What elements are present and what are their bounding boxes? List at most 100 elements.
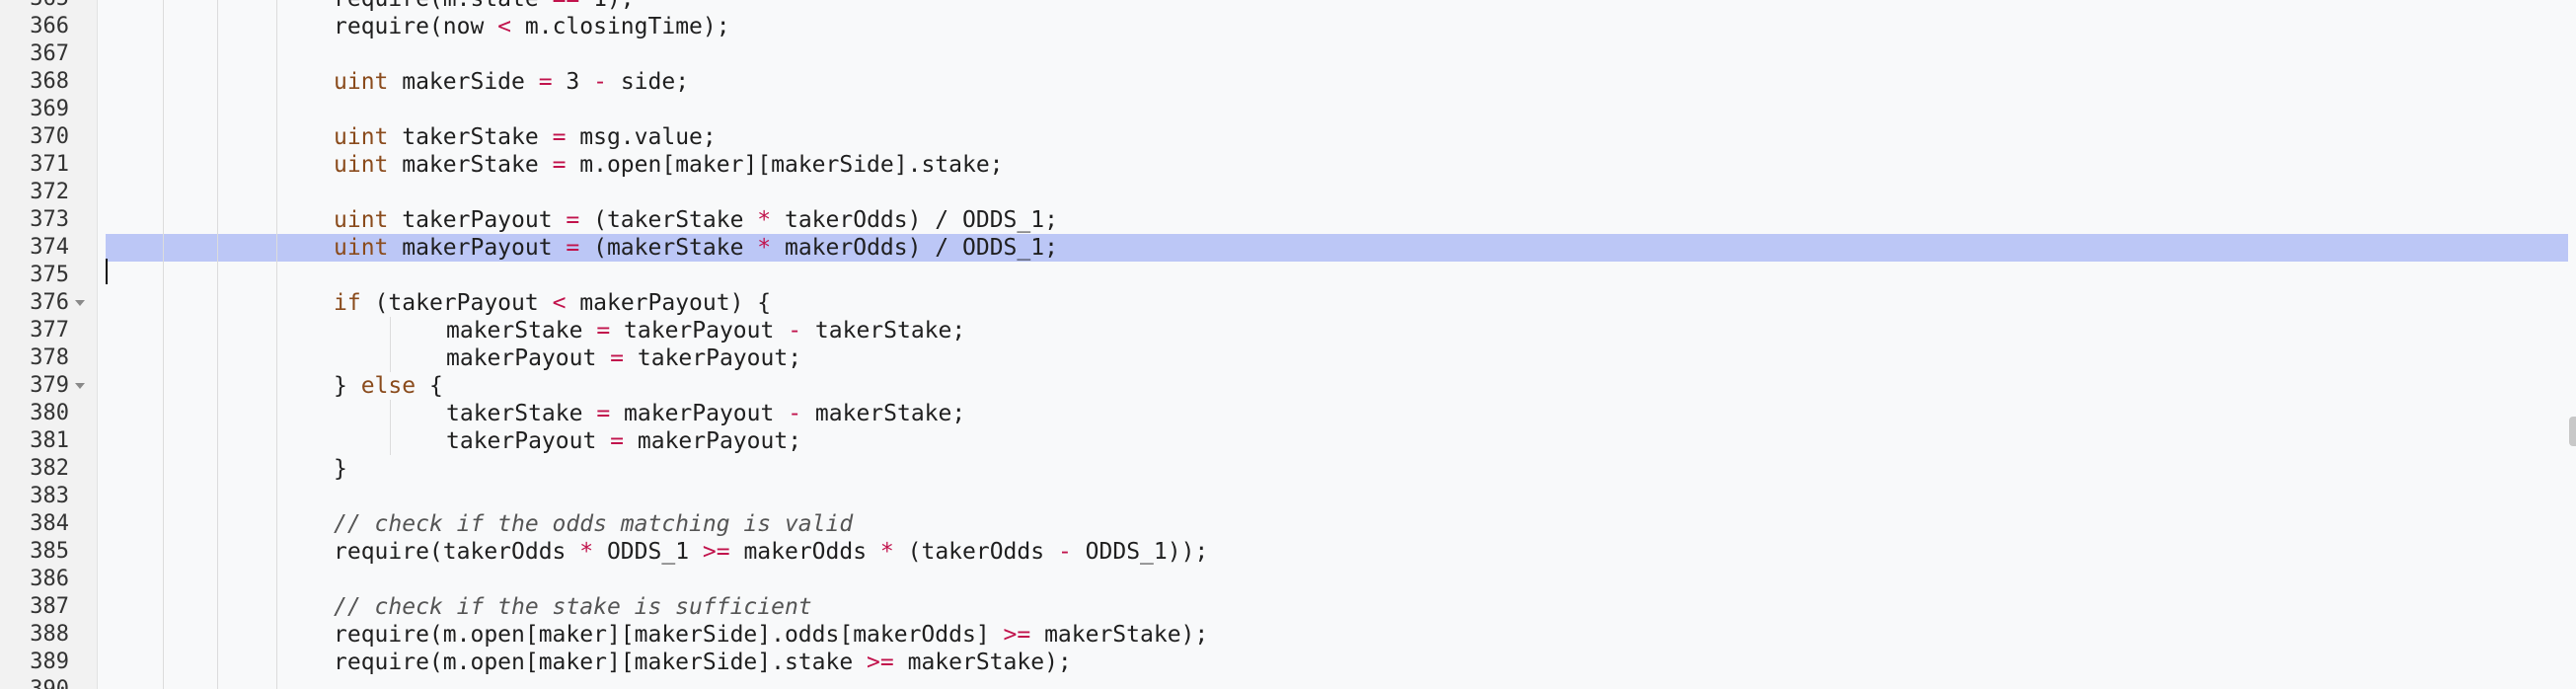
- line-number: 390: [0, 676, 69, 689]
- indent-guide: [217, 566, 218, 593]
- indent-guide: [217, 179, 218, 206]
- code-line[interactable]: 379 } else {: [0, 372, 2576, 400]
- indent-guide: [217, 96, 218, 123]
- code-text[interactable]: }: [334, 455, 347, 483]
- code-text[interactable]: makerStake = takerPayout - takerStake;: [446, 317, 965, 344]
- code-token: takerPayout: [388, 207, 567, 233]
- code-text[interactable]: takerPayout = makerPayout;: [446, 427, 801, 455]
- line-number: 379: [30, 373, 69, 398]
- code-text[interactable]: require(m.open[maker][makerSide].odds[ma…: [334, 621, 1208, 649]
- indent-guide: [163, 649, 164, 676]
- code-line[interactable]: 386: [0, 566, 2576, 593]
- indent-guide: [276, 344, 277, 372]
- code-text[interactable]: require(m.open[maker][makerSide].stake >…: [334, 649, 1072, 676]
- code-text[interactable]: uint makerSide = 3 - side;: [334, 68, 689, 96]
- indent-guide: [276, 40, 277, 68]
- code-line[interactable]: 367: [0, 40, 2576, 68]
- code-token: >=: [867, 650, 894, 675]
- code-token: =: [596, 401, 611, 426]
- code-token: side;: [606, 69, 690, 95]
- code-line[interactable]: 372: [0, 179, 2576, 206]
- code-token: -: [1057, 539, 1072, 565]
- code-text[interactable]: takerStake = makerPayout - makerStake;: [446, 400, 965, 427]
- code-token: *: [757, 207, 772, 233]
- indent-guide: [276, 317, 277, 344]
- line-number: 369: [30, 97, 69, 121]
- indent-guide: [163, 621, 164, 649]
- line-number: 375: [30, 263, 69, 287]
- indent-guide: [276, 13, 277, 40]
- indent-guide: [163, 510, 164, 538]
- code-token: =: [610, 428, 625, 454]
- indent-guide: [217, 234, 218, 262]
- code-line[interactable]: 384// check if the odds matching is vali…: [0, 510, 2576, 538]
- code-line[interactable]: 369: [0, 96, 2576, 123]
- code-token: takerStake: [388, 124, 553, 150]
- code-line[interactable]: 365require(m.state == 1);: [0, 0, 2576, 13]
- line-number-gutter: [0, 0, 98, 689]
- line-number: 367: [30, 41, 69, 66]
- line-number: 366: [30, 14, 69, 38]
- indent-guide: [217, 317, 218, 344]
- code-text[interactable]: if (takerPayout < makerPayout) {: [334, 289, 771, 317]
- line-number: 387: [30, 594, 69, 619]
- code-token: uint: [334, 235, 389, 261]
- indent-guide: [163, 538, 164, 566]
- code-token: =: [552, 124, 567, 150]
- indent-guide: [276, 455, 277, 483]
- code-line[interactable]: 382}: [0, 455, 2576, 483]
- code-token: (takerStake: [579, 207, 758, 233]
- indent-guide: [163, 593, 164, 621]
- code-text[interactable]: uint takerStake = msg.value;: [334, 123, 717, 151]
- indent-guide: [163, 427, 164, 455]
- code-line[interactable]: 385 require(takerOdds * ODDS_1 >= makerOd…: [0, 538, 2576, 566]
- code-text[interactable]: // check if the stake is sufficient: [334, 593, 812, 621]
- indent-guide: [217, 13, 218, 40]
- indent-guide: [163, 676, 164, 689]
- code-text[interactable]: uint makerPayout = (makerStake * makerOd…: [334, 234, 1058, 262]
- code-text[interactable]: require(takerOdds * ODDS_1 >= makerOdds …: [334, 538, 1208, 566]
- code-line[interactable]: 390: [0, 676, 2576, 689]
- line-number: 376: [30, 290, 69, 315]
- code-text[interactable]: uint makerStake = m.open[maker][makerSid…: [334, 151, 1004, 179]
- code-token: 3: [552, 69, 594, 95]
- line-number: 385: [30, 539, 69, 564]
- indent-guide: [276, 151, 277, 179]
- code-line[interactable]: 387 // check if the stake is sufficient: [0, 593, 2576, 621]
- code-text[interactable]: makerPayout = takerPayout;: [446, 344, 801, 372]
- indent-guide: [217, 593, 218, 621]
- indent-guide: [163, 206, 164, 234]
- fold-chevron-down-icon[interactable]: [75, 383, 85, 389]
- code-text[interactable]: // check if the odds matching is valid: [334, 510, 853, 538]
- code-line[interactable]: 375: [0, 262, 2576, 289]
- vertical-scrollbar-thumb[interactable]: [2569, 417, 2576, 446]
- code-text[interactable]: require(m.state == 1);: [334, 0, 635, 13]
- code-token: // check if the stake is sufficient: [334, 594, 812, 620]
- code-text[interactable]: require(now < m.closingTime);: [334, 13, 730, 40]
- code-line[interactable]: 366 require(now < m.closingTime);: [0, 13, 2576, 40]
- indent-guide: [276, 179, 277, 206]
- code-token: (makerStake: [579, 235, 758, 261]
- code-token: -: [593, 69, 607, 95]
- code-line[interactable]: 383: [0, 483, 2576, 510]
- code-text[interactable]: uint takerPayout = (takerStake * takerOd…: [334, 206, 1058, 234]
- code-text[interactable]: } else {: [334, 372, 443, 400]
- code-token: ODDS_1));: [1071, 539, 1209, 565]
- code-line[interactable]: 376 if (takerPayout < makerPayout) {: [0, 289, 2576, 317]
- code-token: makerStake: [446, 318, 597, 344]
- fold-chevron-down-icon[interactable]: [75, 300, 85, 306]
- code-token: m.open[maker][makerSide].stake;: [566, 152, 1004, 178]
